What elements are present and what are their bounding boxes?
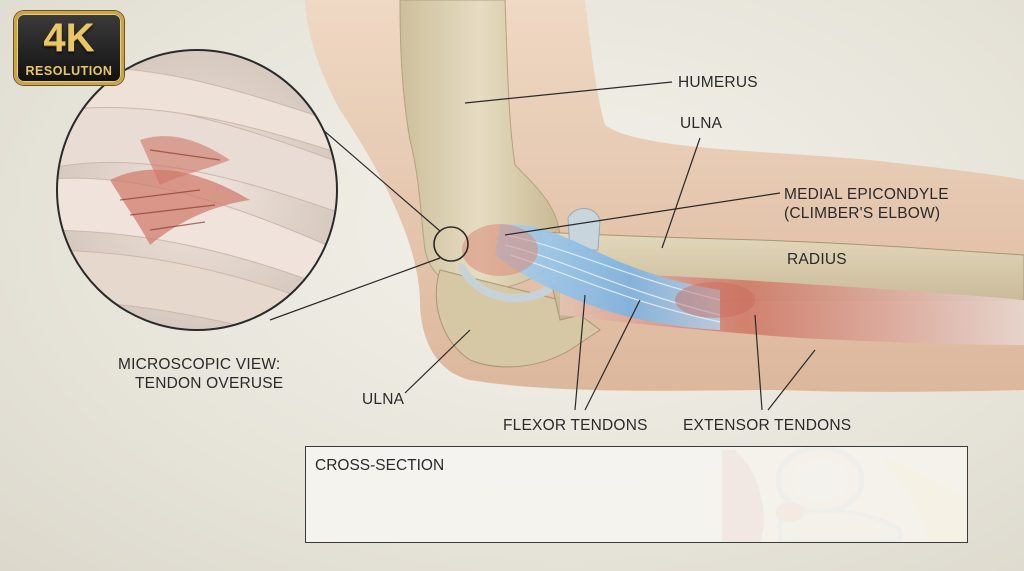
radial-head [567,208,601,251]
badge-sub: RESOLUTION [25,64,113,78]
label-ulna-top: ULNA [680,115,723,132]
leader-lines [404,81,816,411]
label-climbers-elbow: (CLIMBER'S ELBOW) [784,205,941,222]
magnify-target-ring [433,226,469,262]
label-medial-epicondyle: MEDIAL EPICONDYLE [784,186,949,203]
label-humerus: HUMERUS [678,74,758,91]
microscopic-view [57,50,337,330]
label-extensor-tendons: EXTENSOR TENDONS [683,417,852,434]
label-tendon-overuse: TENDON OVERUSE [135,375,284,392]
olecranon [435,269,601,368]
label-radius: RADIUS [787,251,847,268]
label-microscopic-view: MICROSCOPIC VIEW: [118,356,281,373]
badge-main: 4K [43,16,95,60]
inflamed-epicondyle [462,224,538,276]
label-ulna-bottom: ULNA [362,391,405,408]
label-flexor-tendons: FLEXOR TENDONS [503,417,648,434]
label-cross-section: CROSS-SECTION [315,457,445,474]
cross-section-box: CROSS-SECTION [305,446,968,543]
joint-cartilage [458,264,552,303]
4k-resolution-badge: 4K RESOLUTION [14,11,124,85]
flexor-tendon-band [495,224,720,330]
